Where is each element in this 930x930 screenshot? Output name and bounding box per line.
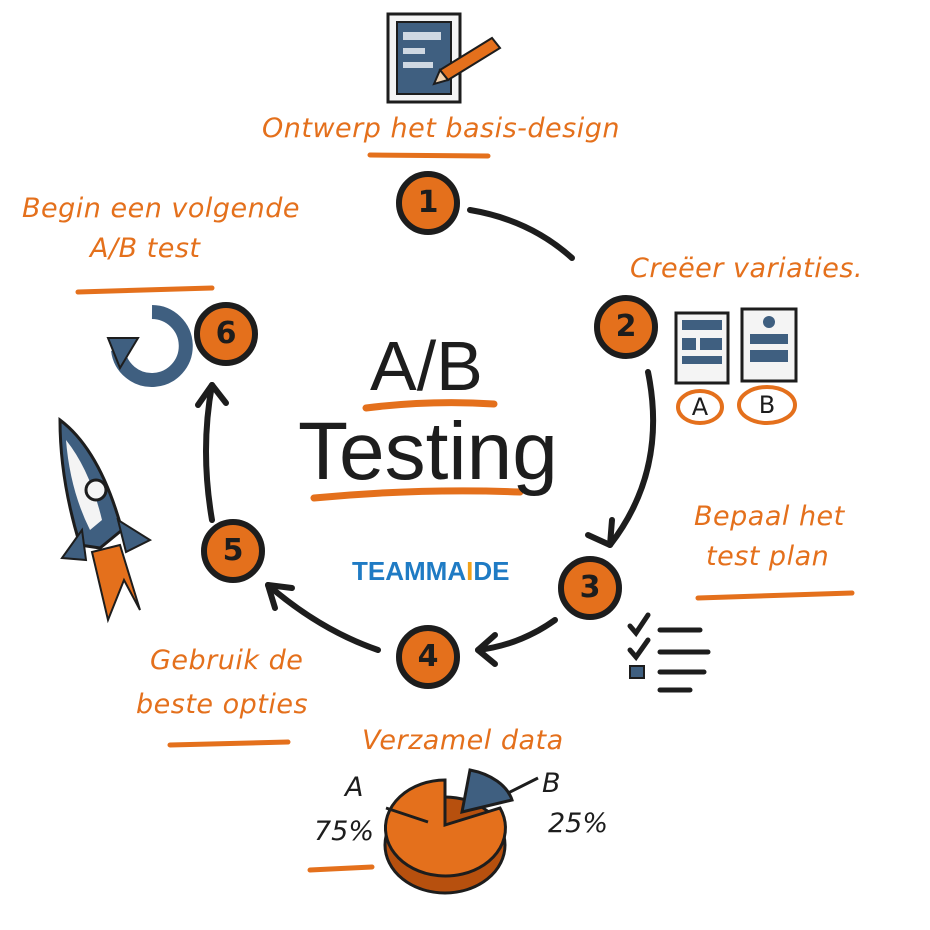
step-5-label-line1: Gebruik de (150, 645, 304, 676)
variant-b-label: B (758, 391, 776, 419)
cycle-arrows (195, 207, 657, 667)
step-1-label: Ontwerp het basis-design (262, 113, 620, 144)
arrow-5-to-6 (203, 382, 215, 523)
pie-a-value: 75% (314, 816, 375, 847)
pie-b-label: B (542, 768, 561, 799)
checklist-icon (627, 612, 711, 693)
rocket-icon (58, 416, 153, 624)
step-5-circle (201, 519, 265, 583)
refresh-icon (106, 305, 193, 387)
step-1-circle (396, 171, 460, 235)
step-2-number: 2 (615, 309, 637, 344)
arrow-3-to-4 (475, 617, 558, 653)
brand-part-1: TEAMMA (352, 556, 467, 586)
step-4-number: 4 (417, 639, 439, 674)
title-testing: Testing (298, 406, 558, 497)
arrow-5-to-6-head (195, 382, 229, 408)
underlines (75, 152, 855, 873)
arrow-4-to-5-head (265, 582, 295, 611)
variant-a-label: A (691, 393, 709, 421)
step-6-label-line1: Begin een volgende (22, 193, 300, 224)
brand-part-3: DE (473, 556, 510, 586)
arrow-4-to-5 (265, 582, 381, 653)
step-6-label-line2: A/B test (90, 233, 201, 264)
pie-chart-icon (383, 768, 539, 895)
brand-logo: TEAMMAIDE (352, 556, 509, 587)
design-sketch-icon (386, 12, 502, 104)
brand-part-2: I (466, 556, 474, 586)
step-1-number: 1 (417, 185, 439, 220)
step-4-label: Verzamel data (362, 725, 564, 756)
step-2-label: Creëer variaties. (630, 253, 863, 284)
step-6-circle (194, 302, 258, 366)
step-3-number: 3 (579, 570, 601, 605)
arrow-1-to-2 (467, 207, 575, 261)
step-circles (194, 171, 658, 689)
step-4-circle (396, 625, 460, 689)
step-3-label-line1: Bepaal het (694, 501, 845, 532)
pie-a-label: A (345, 772, 364, 803)
step-3-label-line2: test plan (706, 541, 830, 572)
arrow-3-to-4-head (475, 632, 498, 667)
step-3-circle (558, 556, 622, 620)
step-5-label-line2: beste opties (136, 689, 309, 720)
title-ab: A/B (370, 327, 483, 405)
step-5-number: 5 (222, 533, 244, 568)
pie-b-value: 25% (548, 808, 609, 839)
step-2-circle (594, 295, 658, 359)
arrow-2-to-3-head (585, 517, 615, 548)
variation-mockups-icon (674, 307, 798, 425)
arrow-2-to-3 (607, 369, 657, 548)
step-6-number: 6 (215, 316, 237, 351)
